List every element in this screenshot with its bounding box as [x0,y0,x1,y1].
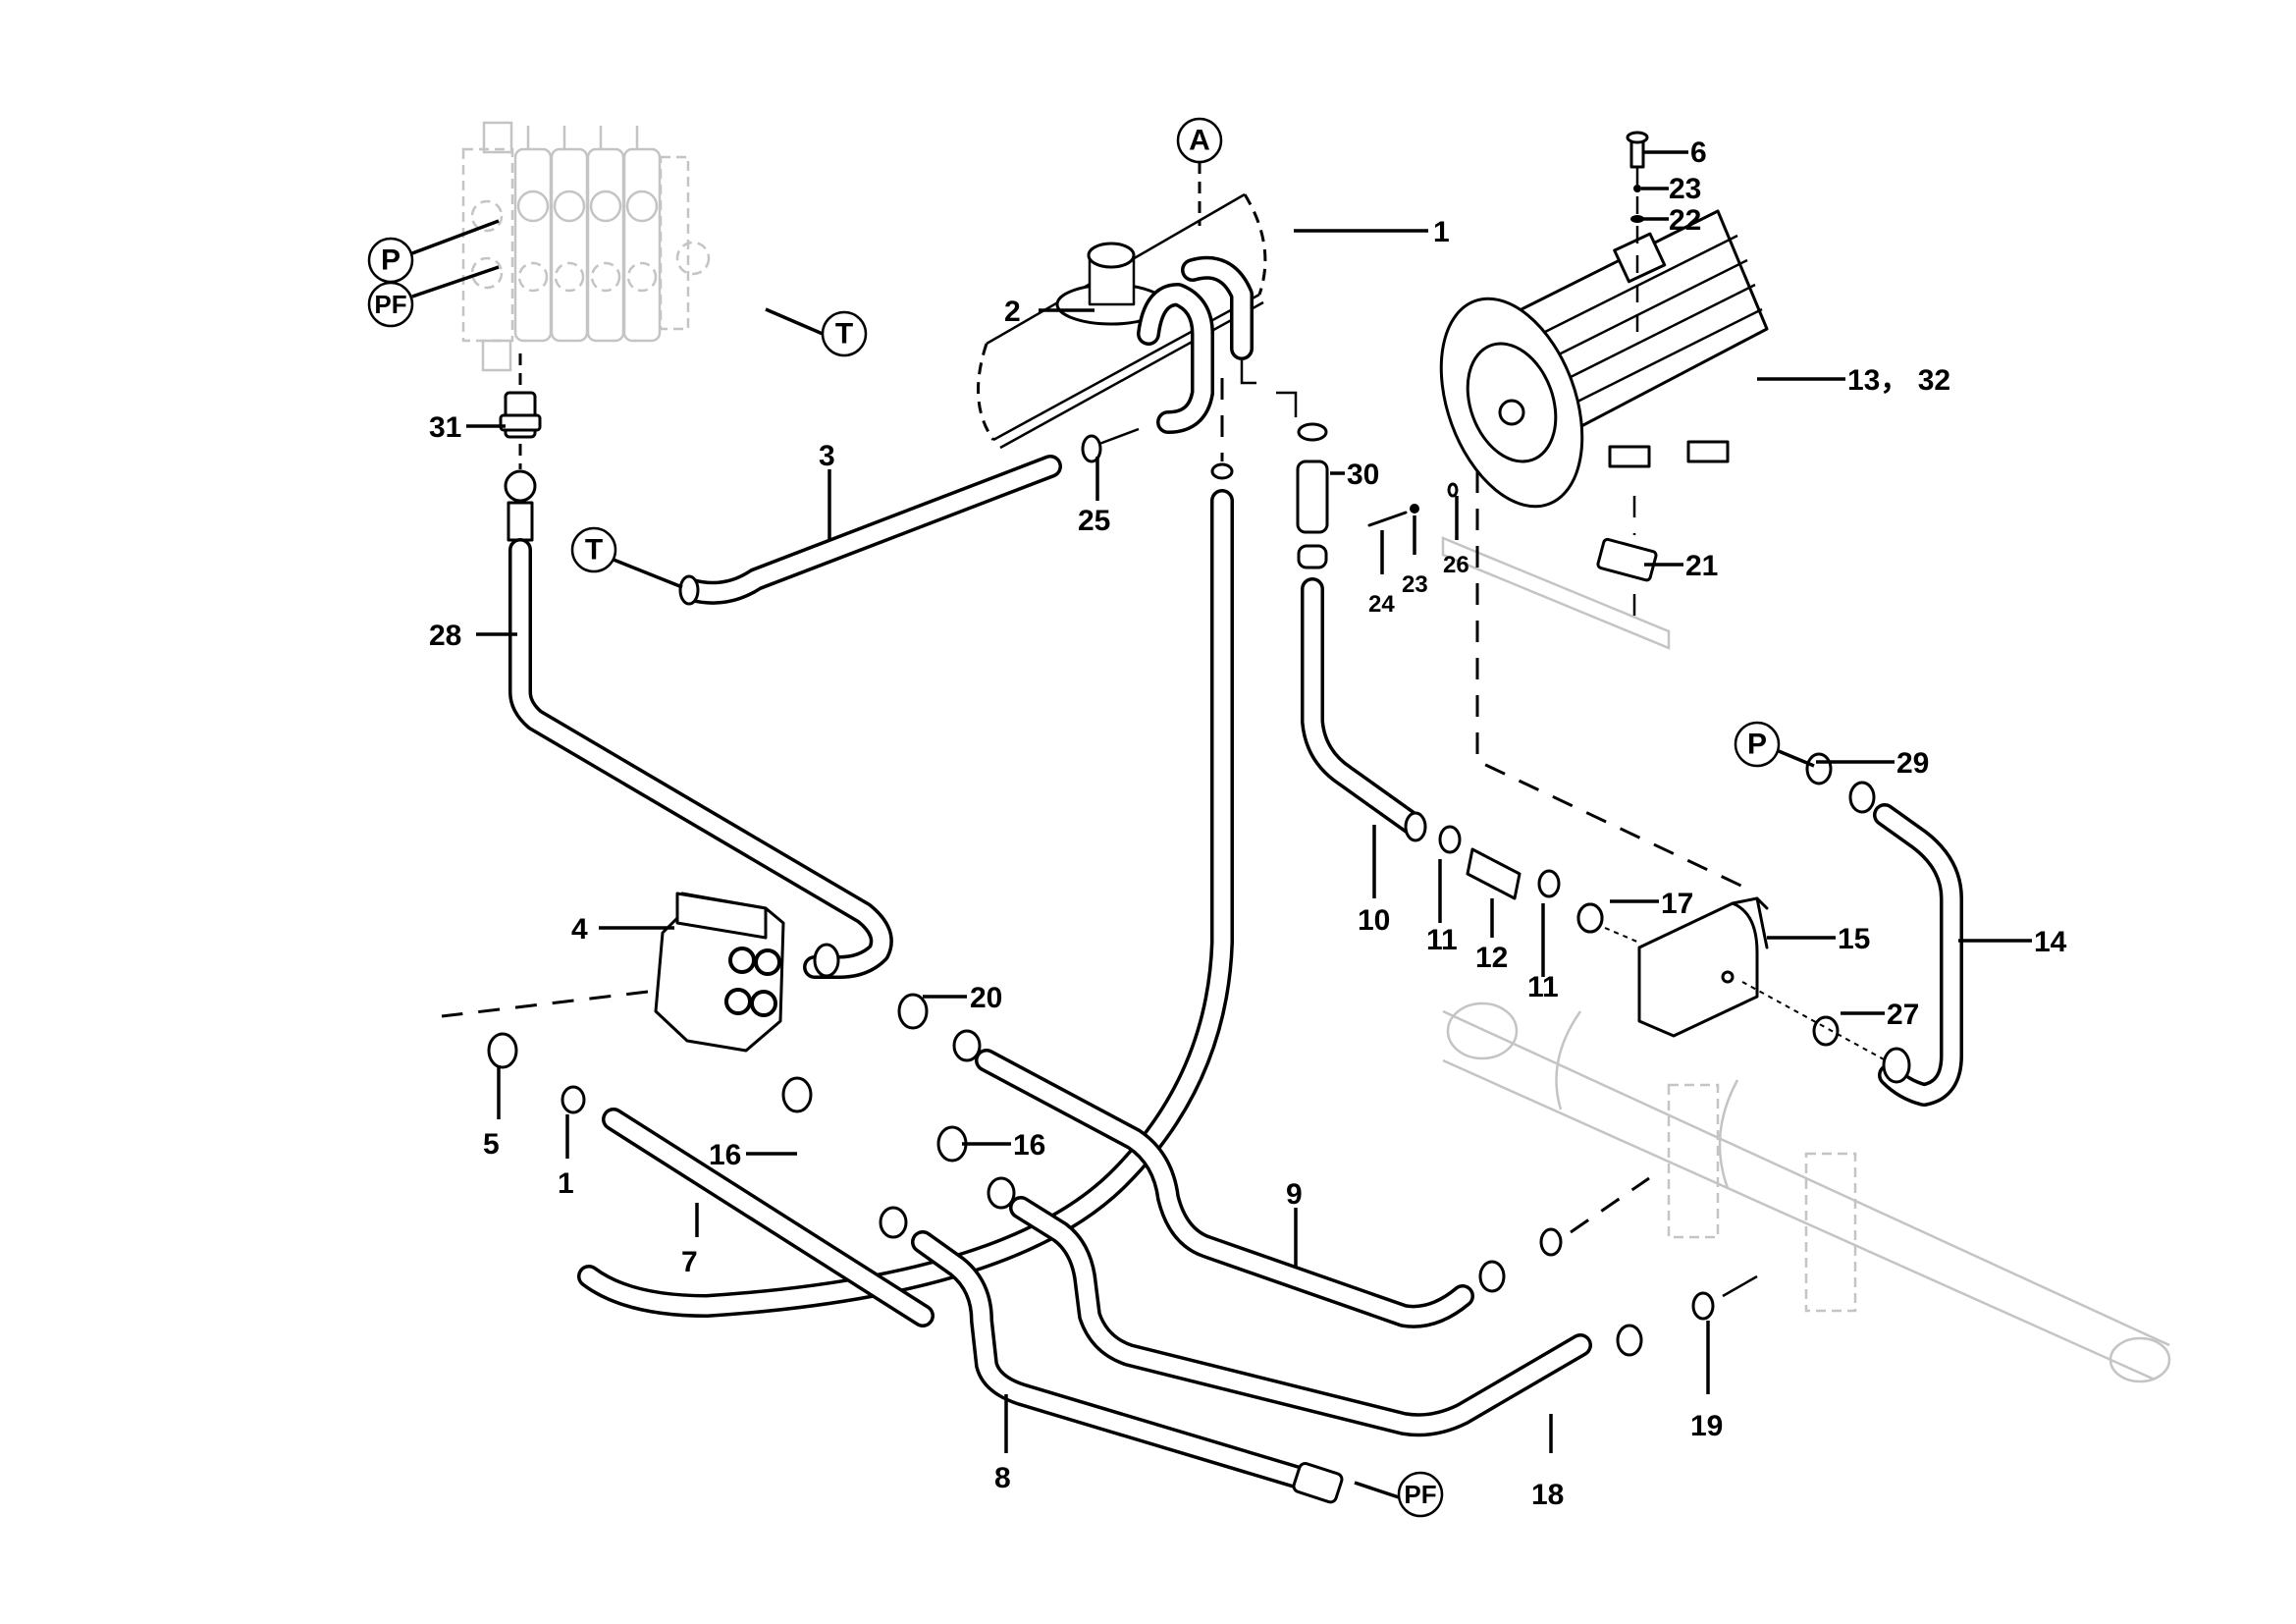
callout-27: 27 [1887,999,1919,1031]
callout-10: 10 [1358,904,1390,937]
svg-text:T: T [835,318,853,351]
hose-8 [781,1076,1344,1504]
callout-13-32: 13， 32 [1847,364,1950,397]
port-marker-hose8-pf: PF [1397,1471,1444,1518]
tank-filter [1055,242,1298,434]
callout-23-top: 23 [1669,173,1701,205]
callout-17: 17 [1661,888,1693,920]
callout-19: 19 [1690,1410,1723,1442]
port-marker-tube3-t: T [570,526,617,573]
steering-unit [441,892,785,1053]
callout-8: 8 [994,1462,1011,1494]
callout-26: 26 [1443,552,1469,578]
callout-4: 4 [571,913,588,946]
callout-20: 20 [970,982,1002,1014]
motor-mount-bracket [1367,471,1748,891]
center-tube [577,378,1234,1318]
svg-text:P: P [381,244,400,277]
svg-text:PF: PF [374,290,406,319]
callouts: 1 2 3 4 5 1 6 23 22 13， 32 7 8 9 10 11 1… [429,136,2067,1511]
port-markers: P PF T T A P PF [367,117,1781,1518]
port-marker-hose14-p: P [1734,721,1781,768]
svg-text:P: P [1747,729,1767,761]
callout-18: 18 [1531,1479,1564,1511]
hose-18 [936,1125,1758,1437]
callout-5: 5 [483,1128,500,1161]
callout-2: 2 [1004,296,1021,328]
port-marker-view-a: A [1176,117,1223,164]
callout-7: 7 [681,1246,698,1278]
callout-24: 24 [1368,591,1395,618]
callout-1-fitting: 1 [558,1167,574,1200]
callout-12: 12 [1475,942,1508,974]
callout-14: 14 [2034,926,2067,958]
port-marker-valve-p: P [367,237,414,284]
callout-23-low: 23 [1402,571,1428,598]
callout-28: 28 [429,620,461,652]
return-tube-3 [678,427,1140,606]
callout-16-left: 16 [709,1139,741,1171]
svg-text:A: A [1189,125,1210,157]
callout-15: 15 [1838,923,1870,955]
control-valve-block [461,121,711,372]
leader-lines [411,150,2032,1499]
callout-11-left: 11 [1426,924,1458,956]
callout-21: 21 [1685,550,1718,582]
callout-22: 22 [1669,204,1701,237]
svg-text:T: T [585,534,603,567]
callout-3: 3 [819,440,835,472]
electric-motor [1439,209,1769,509]
port-marker-valve-pf: PF [367,281,414,328]
hose-7 [487,1032,934,1327]
pressure-hose-14 [1805,752,1963,1107]
steering-cylinder [1442,1001,2171,1383]
port-marker-valve-t: T [821,310,868,357]
hydraulic-pump [1576,896,1896,1066]
hose-9 [897,993,1650,1328]
hose-10-assembly [1296,422,1604,934]
callout-1-tank: 1 [1433,216,1450,248]
callout-6: 6 [1690,136,1707,169]
callout-25: 25 [1078,505,1110,537]
callout-30: 30 [1347,459,1379,491]
callout-29: 29 [1896,747,1929,780]
motor-terminal-bolt [1626,131,1649,344]
steering-line-28 [499,353,893,979]
callout-9: 9 [1286,1178,1303,1211]
callout-11-right: 11 [1527,971,1559,1003]
callout-16-right: 16 [1013,1129,1045,1162]
callout-31: 31 [429,411,461,444]
svg-text:PF: PF [1404,1480,1436,1509]
